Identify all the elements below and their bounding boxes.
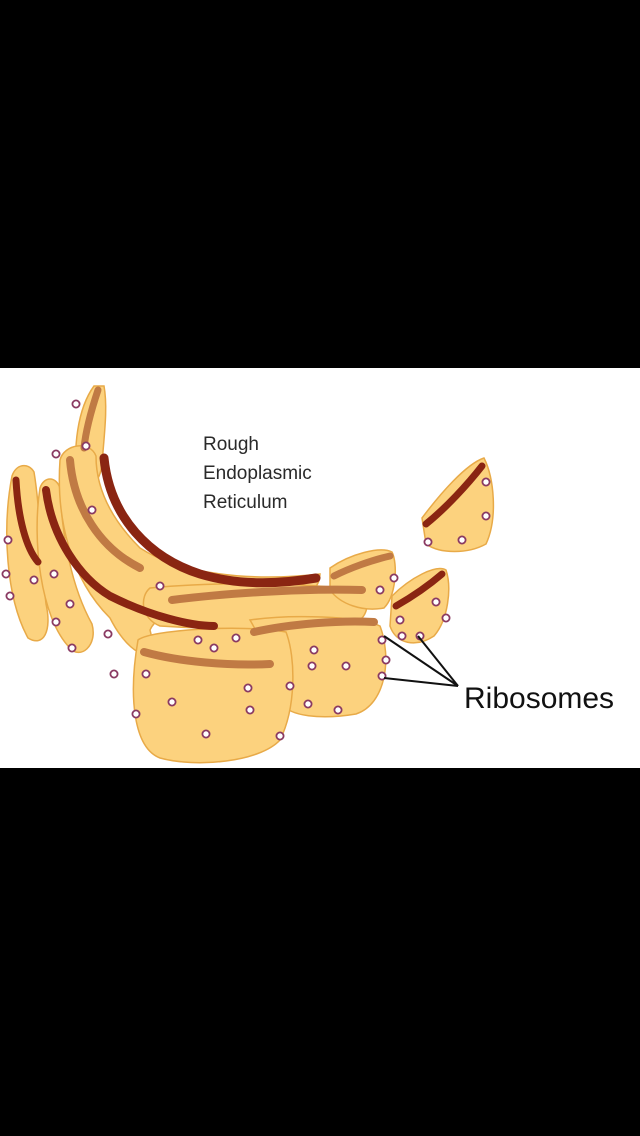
- lumen: [66, 456, 144, 572]
- ribosome-dot: [109, 669, 119, 679]
- ribosome-dot: [389, 573, 399, 583]
- lumen: [12, 476, 42, 566]
- ribosome-dot: [49, 569, 59, 579]
- ribosome-dot: [87, 505, 97, 515]
- organelle-label-line-1: Rough: [203, 434, 259, 455]
- lumen: [42, 486, 218, 630]
- ribosome-dot: [65, 599, 75, 609]
- lumen-channels: [12, 386, 486, 669]
- ribosome-dot: [201, 729, 211, 739]
- ribosome-dot: [29, 575, 39, 585]
- ribosome-dot: [481, 511, 491, 521]
- leader-line: [417, 635, 459, 687]
- ribosome-dot: [51, 617, 61, 627]
- ribosome-dot: [397, 631, 407, 641]
- ribosome-dot: [457, 535, 467, 545]
- ribosome-dot: [285, 681, 295, 691]
- ribosome-dot: [5, 591, 15, 601]
- lumen: [330, 552, 394, 580]
- ribosome-dot: [431, 597, 441, 607]
- ribosome-dot: [341, 661, 351, 671]
- ribosome-dot: [231, 633, 241, 643]
- ribosomes: [1, 399, 491, 741]
- ribosome-dot: [245, 705, 255, 715]
- leader-line: [383, 635, 459, 687]
- ribosome-dot: [375, 585, 385, 595]
- leader-lines: [383, 635, 459, 687]
- ribosome-dot: [307, 661, 317, 671]
- ribosome-dot: [131, 709, 141, 719]
- ribosome-dot: [103, 629, 113, 639]
- ribosome-dot: [309, 645, 319, 655]
- ribosome-dot: [395, 615, 405, 625]
- lumen: [250, 617, 378, 636]
- ribosome-dot: [377, 671, 387, 681]
- ribosome-dot: [243, 683, 253, 693]
- lumen: [99, 453, 321, 588]
- organelle-label: Rough Endoplasmic Reticulum: [203, 430, 312, 517]
- ribosome-dot: [81, 441, 91, 451]
- ribosome-dot: [275, 731, 285, 741]
- ribosome-dot: [71, 399, 81, 409]
- ribosome-dot: [381, 655, 391, 665]
- cisterna-right-lower: [389, 567, 450, 644]
- ribosome-dot: [333, 705, 343, 715]
- ribosome-dot: [141, 669, 151, 679]
- ribosome-dot: [3, 535, 13, 545]
- rough-er-diagram: [1, 385, 495, 764]
- ribosome-dot: [209, 643, 219, 653]
- ribosome-dot: [377, 635, 387, 645]
- leader-line: [383, 677, 459, 687]
- ribosome-dot: [155, 581, 165, 591]
- cisterna-right-top: [421, 457, 495, 553]
- ribosome-dot: [167, 697, 177, 707]
- ribosome-dot: [481, 477, 491, 487]
- diagram-panel: Rough Endoplasmic Reticulum Ribosomes: [0, 368, 640, 768]
- ribosome-dot: [51, 449, 61, 459]
- ribosome-dot: [441, 613, 451, 623]
- ribosome-dot: [423, 537, 433, 547]
- ribosome-dot: [303, 699, 313, 709]
- organelle-label-line-3: Reticulum: [203, 492, 288, 513]
- ribosome-dot: [193, 635, 203, 645]
- organelle-label-line-2: Endoplasmic: [203, 463, 312, 484]
- lumen: [140, 648, 274, 669]
- ribosome-dot: [1, 569, 11, 579]
- ribosome-dot: [67, 643, 77, 653]
- lumen: [392, 570, 446, 610]
- lumen: [168, 585, 366, 604]
- lumen: [422, 462, 486, 528]
- ribosomes-label: Ribosomes: [464, 682, 615, 715]
